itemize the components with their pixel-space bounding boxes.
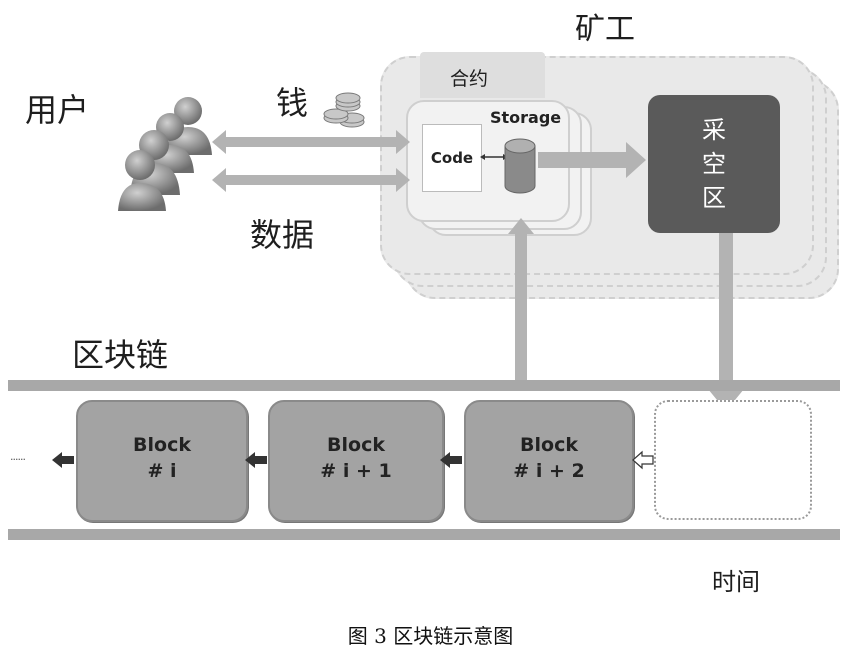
block-i-plus-2-title: Block xyxy=(520,434,578,456)
chain-arrow-new xyxy=(632,450,654,470)
mining-area-char-3: 区 xyxy=(702,184,726,212)
database-icon xyxy=(504,138,536,194)
user-label: 用户 xyxy=(25,91,90,129)
chain-rail-top xyxy=(8,380,840,391)
block-i-plus-2: Block # i + 2 xyxy=(464,400,634,522)
chain-ellipsis: ...... xyxy=(10,450,26,463)
coins-icon xyxy=(323,92,365,128)
contract-label: 合约 xyxy=(450,68,489,90)
contract-tab xyxy=(420,52,545,98)
block-i-plus-1: Block # i + 1 xyxy=(268,400,444,522)
code-label: Code xyxy=(430,149,474,167)
mining-to-chain-arrow xyxy=(708,233,744,411)
storage-from-chain-arrow xyxy=(508,218,534,380)
block-i-plus-1-title: Block xyxy=(327,434,385,456)
mining-area-char-1: 采 xyxy=(702,116,726,144)
chain-rail-bottom xyxy=(8,529,840,540)
money-arrow xyxy=(212,130,410,154)
block-i-number: # i xyxy=(147,460,177,482)
money-label: 钱 xyxy=(276,84,309,122)
block-i-plus-1-number: # i + 1 xyxy=(320,460,392,482)
data-arrow xyxy=(212,168,410,192)
chain-arrow-prev xyxy=(52,452,74,468)
storage-label: Storage xyxy=(490,108,562,127)
chain-arrow-2 xyxy=(440,452,462,468)
miner-label: 矿工 xyxy=(575,12,635,47)
new-block-placeholder xyxy=(654,400,812,520)
mining-area-box: 采 空 区 xyxy=(648,95,780,233)
time-label: 时间 xyxy=(712,568,760,596)
block-i-plus-2-number: # i + 2 xyxy=(513,460,585,482)
arrow-to-mining-area xyxy=(538,142,646,178)
code-box: Code xyxy=(422,124,482,192)
figure-caption: 图 3 区块链示意图 xyxy=(347,624,514,648)
data-label: 数据 xyxy=(250,216,315,254)
blockchain-label: 区块链 xyxy=(72,336,169,374)
mining-area-char-2: 空 xyxy=(702,150,726,178)
chain-arrow-1 xyxy=(245,452,267,468)
block-i-title: Block xyxy=(133,434,191,456)
block-i: Block # i xyxy=(76,400,248,522)
users-icon xyxy=(118,97,212,211)
